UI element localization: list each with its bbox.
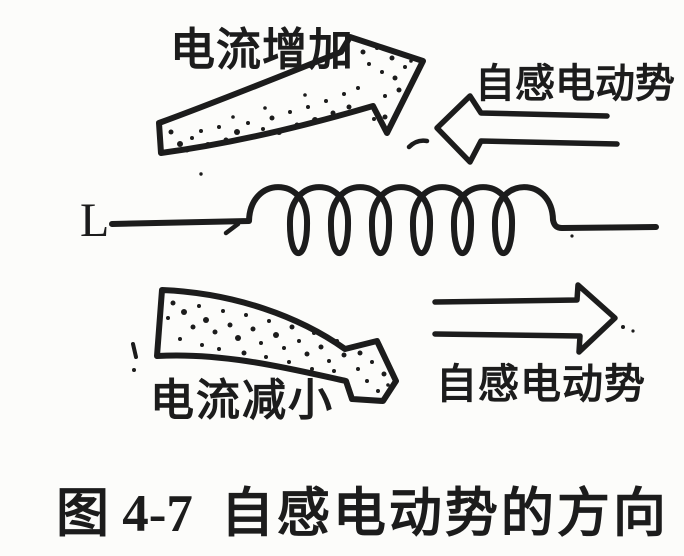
current-increase-arrow (156, 34, 426, 156)
self-emf-label-top: 自感电动势 (475, 61, 675, 106)
figure-number: 图 4-7 (56, 485, 193, 543)
stipple-dots (168, 46, 413, 153)
current-decrease-label: 电流减小 (150, 376, 334, 425)
inductor-label: L (80, 194, 110, 247)
inductor-coil (109, 184, 659, 256)
ink-speck (132, 368, 136, 372)
ink-speck (570, 234, 574, 238)
current-increase-label: 电流增加 (170, 25, 355, 75)
wire-tick-mark (223, 221, 241, 236)
ink-speck (199, 172, 203, 176)
ink-speck (631, 329, 635, 333)
current-decrease-arrow (154, 287, 399, 404)
figure-title: 自感电动势的方向 (220, 485, 669, 543)
ink-speck (621, 325, 625, 329)
ink-dash (406, 138, 430, 150)
self-emf-right-arrow (432, 282, 618, 355)
ink-marks (131, 138, 635, 372)
self-emf-left-arrow (434, 93, 620, 165)
self-emf-label-bottom: 自感电动势 (436, 361, 646, 407)
stipple-dots (166, 300, 390, 393)
ink-dash (131, 342, 138, 359)
figure-caption: 图 4-7 自感电动势的方向 (56, 471, 669, 547)
